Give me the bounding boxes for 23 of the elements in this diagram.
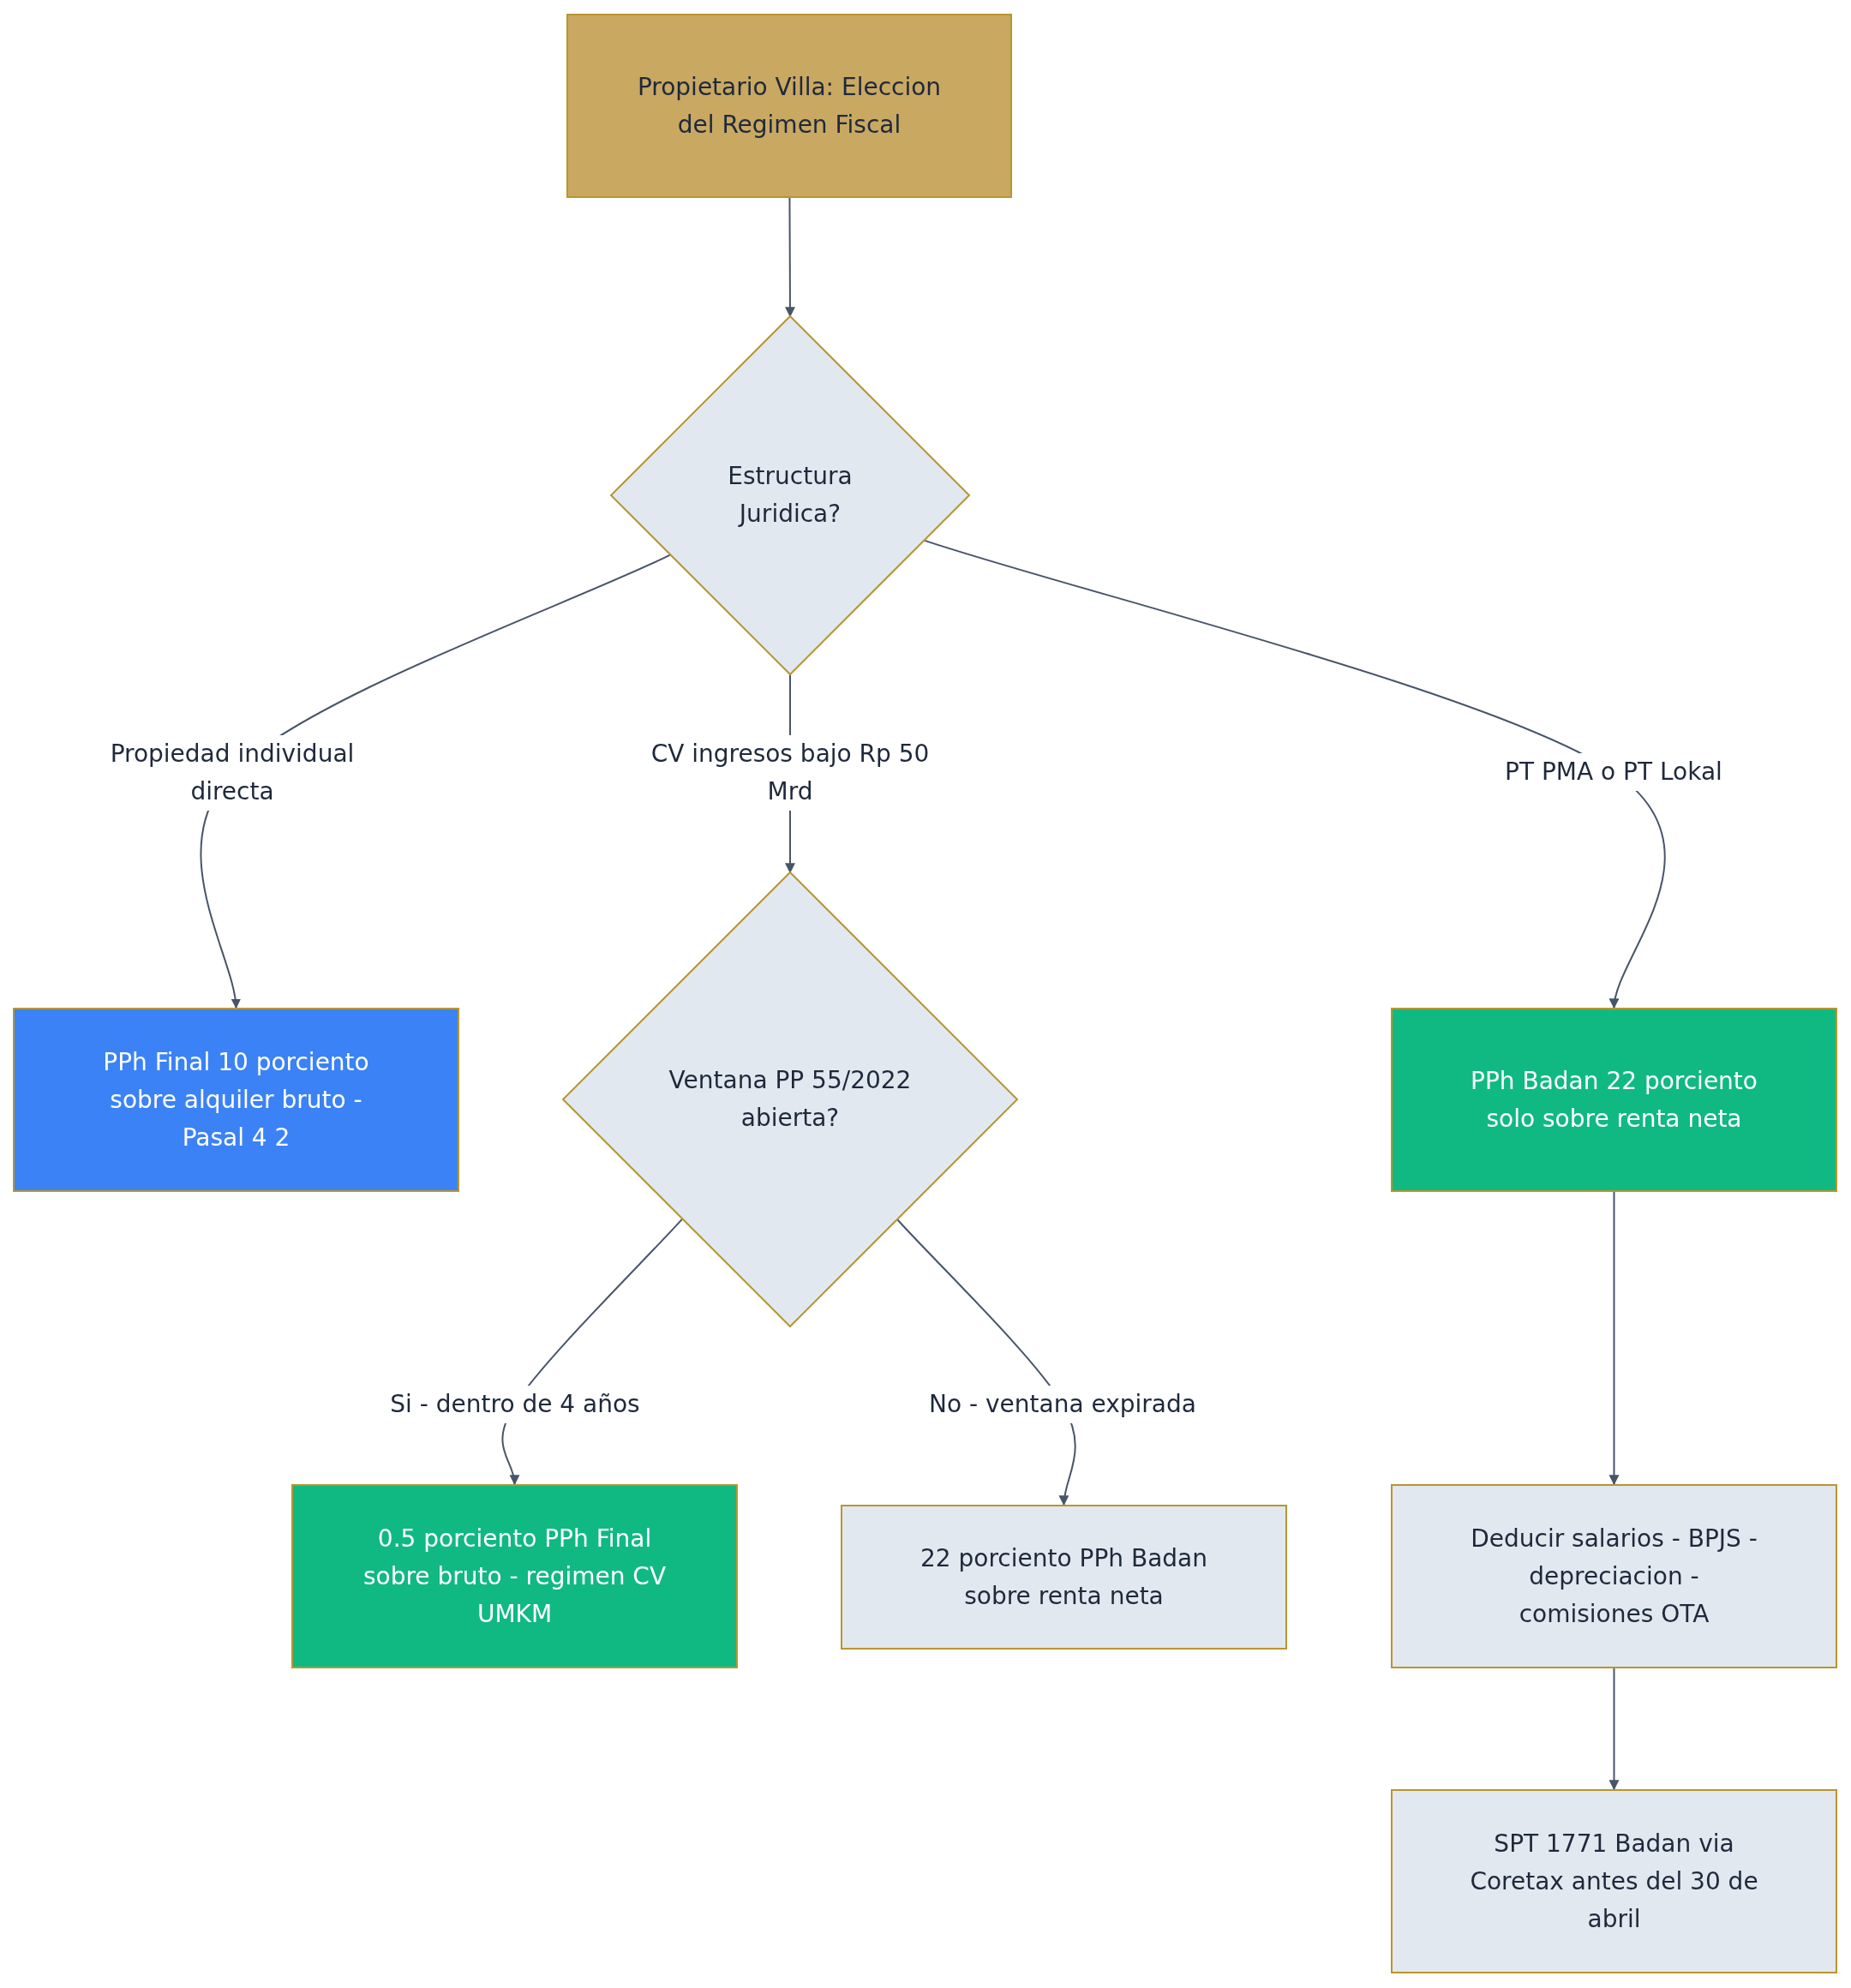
node-label: PPh Final 10 porciento sobre alquiler bruto - Pasal 4 2 <box>102 1046 370 1153</box>
arrow <box>1608 1668 1620 1791</box>
decision-diamond <box>611 316 969 674</box>
node-label: Propietario Villa: Eleccion del Regimen Fiscal <box>636 71 943 141</box>
arrow <box>784 197 795 318</box>
process-box <box>1391 1484 1837 1668</box>
arrow <box>896 1218 1076 1506</box>
node-label: 0.5 porciento PPh Final sobre bruto - regimen CV UMKM <box>362 1523 668 1630</box>
process-box <box>841 1505 1287 1650</box>
process-box <box>1391 1008 1837 1192</box>
node-label: Estructura Juridica? <box>727 461 854 530</box>
process-box <box>291 1484 738 1668</box>
node-label: Deducir salarios - BPJS - depreciacion - comisiones OTA <box>1470 1523 1758 1630</box>
node-label: SPT 1771 Badan via Coretax antes del 30 de abril <box>1469 1828 1759 1935</box>
decision-diamond <box>563 872 1017 1326</box>
node-label: PPh Badan 22 porciento solo sobre renta neta <box>1470 1065 1758 1135</box>
process-box <box>13 1008 459 1192</box>
process-box <box>566 14 1012 198</box>
process-box <box>1391 1789 1837 1973</box>
arrow <box>1608 1191 1620 1486</box>
node-label: 22 porciento PPh Badan sobre renta neta <box>920 1542 1208 1612</box>
arrow <box>923 539 1666 1009</box>
node-label: Ventana PP 55/2022 abierta? <box>668 1065 913 1134</box>
